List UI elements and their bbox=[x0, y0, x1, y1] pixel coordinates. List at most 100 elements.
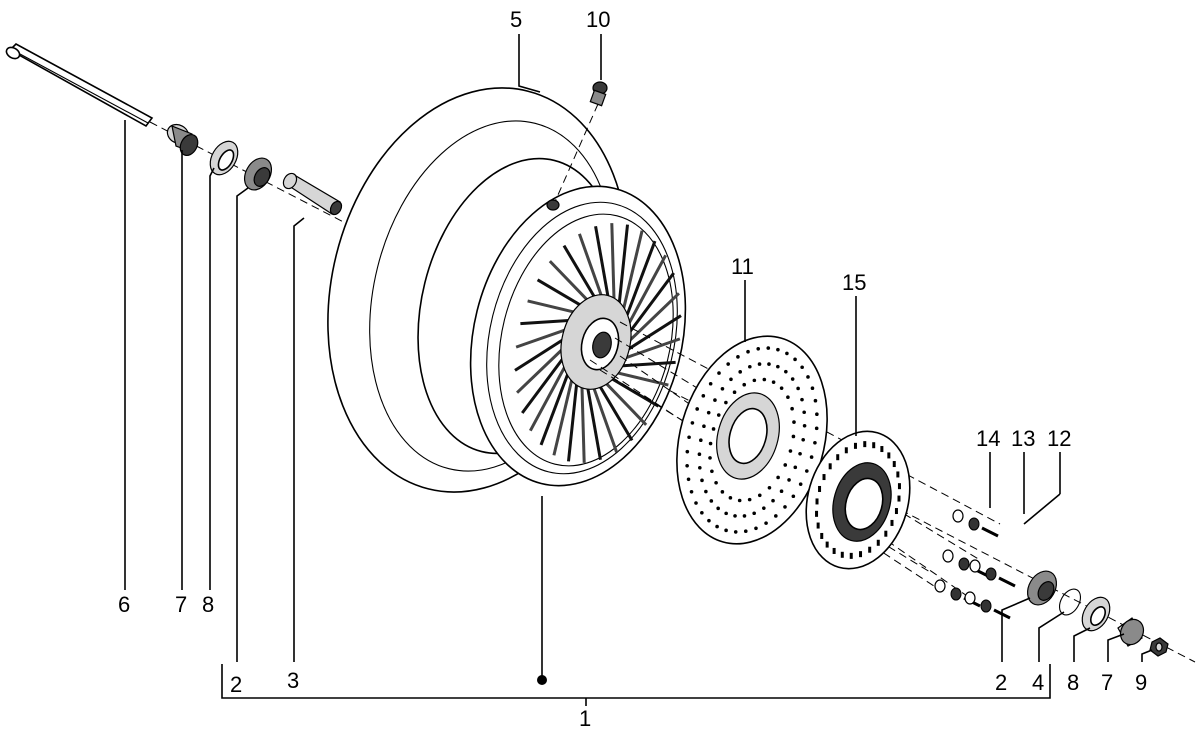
tone-slot bbox=[868, 546, 872, 553]
lock-washer bbox=[980, 599, 992, 613]
disc-hole bbox=[737, 498, 742, 503]
disc-hole bbox=[771, 380, 776, 384]
disc-hole bbox=[710, 469, 714, 474]
tone-slot bbox=[884, 530, 888, 537]
callout-8-left: 8 bbox=[202, 592, 214, 617]
disc-hole bbox=[720, 490, 725, 494]
disc-hole bbox=[757, 362, 762, 366]
disc-hole bbox=[776, 347, 780, 352]
disc-hole bbox=[786, 395, 790, 400]
axle-nut bbox=[1149, 637, 1169, 657]
wheel-spokes[interactable] bbox=[514, 223, 682, 463]
tone-slot bbox=[818, 485, 822, 492]
tone-slot bbox=[832, 547, 836, 554]
tone-slot bbox=[897, 483, 901, 490]
disc-hole bbox=[724, 511, 728, 516]
disc-hole bbox=[752, 511, 756, 516]
spoke bbox=[552, 366, 577, 456]
spoke bbox=[623, 272, 675, 340]
disc-hole bbox=[720, 387, 725, 391]
axle-centerline bbox=[149, 121, 1196, 663]
disc-hole bbox=[733, 514, 737, 518]
tone-slot bbox=[840, 551, 844, 558]
washer bbox=[942, 549, 954, 563]
disc-hole bbox=[699, 438, 703, 443]
washer bbox=[964, 591, 976, 605]
disc-hole bbox=[742, 514, 747, 518]
circlip bbox=[1058, 588, 1082, 616]
disc-hole bbox=[754, 526, 758, 531]
disc-hole bbox=[736, 355, 740, 359]
spacer-right bbox=[1117, 617, 1145, 647]
tone-slot bbox=[815, 498, 819, 505]
disc-hole bbox=[813, 398, 818, 403]
disc-hole bbox=[709, 499, 714, 503]
callout-3: 3 bbox=[287, 668, 299, 693]
callout-6: 6 bbox=[118, 592, 130, 617]
disc-hole bbox=[806, 375, 810, 379]
disc-hole bbox=[752, 378, 757, 383]
tone-slot bbox=[853, 442, 857, 449]
disc-hole bbox=[814, 426, 819, 431]
disc-hole bbox=[776, 364, 780, 369]
tone-slot bbox=[892, 461, 896, 468]
tone-slot bbox=[894, 508, 898, 515]
disc-hole bbox=[791, 494, 796, 499]
disc-hole bbox=[724, 400, 728, 405]
disc-hole bbox=[747, 497, 752, 502]
tone-slot bbox=[859, 551, 863, 558]
disc-hole bbox=[716, 413, 721, 417]
tone-slot bbox=[876, 539, 880, 546]
disc-hole bbox=[784, 369, 788, 374]
brake-disc[interactable] bbox=[654, 318, 851, 561]
disc-hole bbox=[790, 406, 794, 411]
disc-hole bbox=[776, 475, 780, 480]
spoke bbox=[623, 254, 667, 333]
spacer-left bbox=[166, 123, 199, 157]
disc-hole bbox=[700, 478, 704, 483]
disc-hole bbox=[771, 498, 775, 503]
spoke bbox=[616, 224, 630, 314]
disc-hole bbox=[742, 382, 747, 387]
disc-bolts[interactable] bbox=[934, 509, 1016, 620]
spoke bbox=[618, 337, 681, 362]
disc-hole bbox=[790, 377, 795, 381]
disc-hole bbox=[689, 490, 694, 494]
disc-hole bbox=[779, 489, 784, 493]
disc-hole bbox=[800, 365, 804, 370]
lock-washer bbox=[958, 557, 970, 571]
disc-hole bbox=[713, 398, 717, 402]
tone-slot bbox=[890, 519, 894, 526]
leader-lines bbox=[124, 34, 1153, 706]
disc-hole bbox=[792, 420, 796, 424]
disc-hole bbox=[726, 362, 730, 366]
axle-shaft bbox=[5, 43, 154, 128]
disc-hole bbox=[793, 357, 797, 362]
disc-hole bbox=[729, 377, 733, 382]
callout-13: 13 bbox=[1011, 426, 1035, 451]
disc-hole bbox=[698, 465, 702, 470]
callout-7-left: 7 bbox=[175, 592, 187, 617]
disc-hole bbox=[798, 451, 802, 456]
spoke bbox=[578, 233, 607, 307]
spoke bbox=[621, 314, 682, 355]
disc-hole bbox=[762, 377, 767, 382]
spoke bbox=[594, 225, 612, 308]
disc-hole bbox=[738, 370, 742, 374]
disc-hole bbox=[687, 435, 691, 440]
valve-cap[interactable] bbox=[589, 81, 608, 107]
lock-washer bbox=[968, 517, 980, 531]
spoke bbox=[600, 377, 648, 426]
spoke bbox=[580, 376, 586, 463]
callout-1: 1 bbox=[579, 706, 591, 731]
valve-leader bbox=[553, 103, 599, 205]
tone-slot bbox=[816, 522, 820, 529]
disc-hole bbox=[756, 346, 761, 351]
disc-hole bbox=[802, 423, 807, 428]
abs-tone-wheel[interactable] bbox=[791, 419, 926, 581]
wheel-hub bbox=[560, 294, 632, 390]
disc-hole bbox=[733, 530, 738, 534]
tone-slot bbox=[844, 447, 848, 454]
tone-slot bbox=[872, 442, 876, 449]
